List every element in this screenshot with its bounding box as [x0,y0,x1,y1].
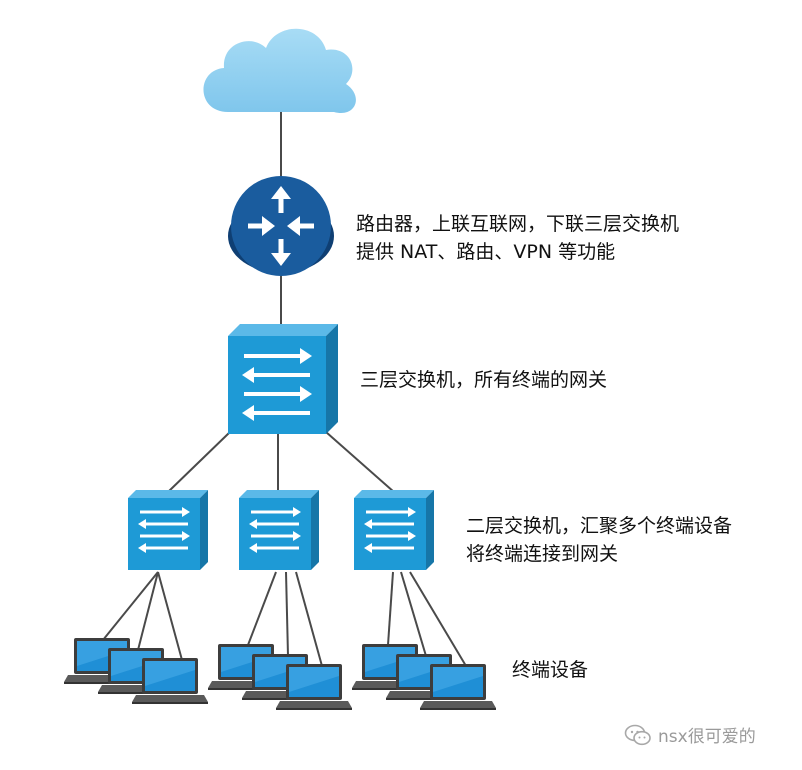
router-label-line1: 路由器，上联互联网，下联三层交换机 [356,213,680,235]
terminals-label: 终端设备 [512,659,589,681]
l2-switch-label-line2: 将终端连接到网关 [466,543,619,565]
watermark-text: nsx很可爱的 [658,727,756,747]
layer3-switch-icon [228,324,338,434]
link-l3-l2c [325,431,395,493]
l2-switch-label-line1: 二层交换机，汇聚多个终端设备 [466,515,733,537]
layer2-switch-icon [237,488,321,572]
cloud-icon [203,28,356,114]
layer2-switch-icon [126,488,210,572]
router-icon [228,176,334,276]
laptop-icon [132,658,208,704]
watermark: nsx很可爱的 [624,722,756,747]
network-links [102,112,467,667]
router-label-line2: 提供 NAT、路由、VPN 等功能 [356,241,616,263]
laptop-icon [420,664,496,710]
wechat-icon [624,724,651,745]
link-l3-l2a [167,431,231,493]
laptop-icon [276,664,352,710]
layer2-switch-icon [352,488,436,572]
l3-switch-label: 三层交换机，所有终端的网关 [360,369,608,391]
